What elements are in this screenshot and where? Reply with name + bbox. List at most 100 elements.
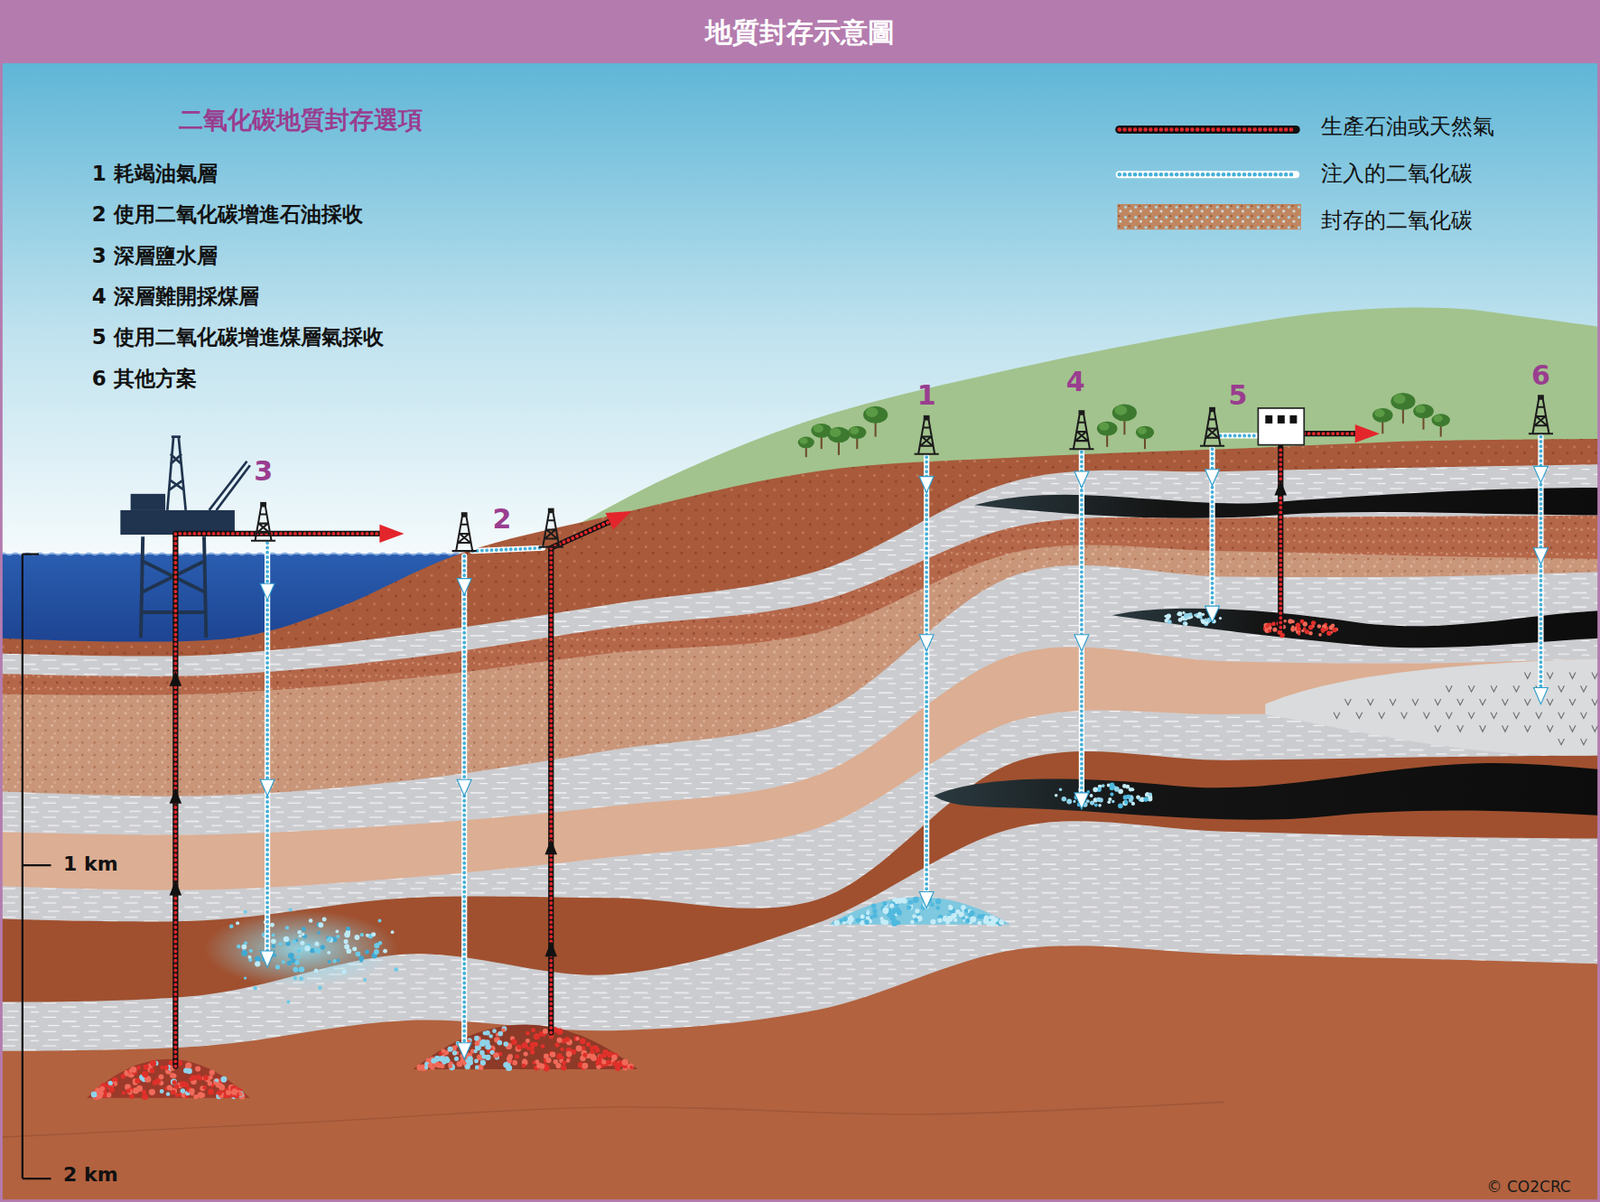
injection-arrow	[1534, 465, 1549, 483]
co2-dot	[983, 915, 989, 921]
co2-dot	[1193, 613, 1198, 617]
co2-dot	[301, 932, 306, 937]
co2-dot	[1197, 611, 1202, 616]
derrick-symbol	[1528, 394, 1554, 434]
co2-dot	[1061, 796, 1068, 802]
co2-dot	[354, 934, 361, 940]
co2-dot	[237, 1091, 243, 1098]
production-well-casing	[1277, 446, 1284, 628]
derrick-symbol	[452, 511, 477, 551]
tree-crown	[829, 427, 841, 438]
co2-dot	[1320, 627, 1326, 633]
injection-well-casing	[1079, 452, 1085, 801]
co2-dot	[1304, 629, 1310, 634]
co2-dot	[935, 898, 941, 904]
co2-dot	[290, 958, 297, 964]
copyright-note: © CO2CRC	[1487, 1177, 1572, 1196]
co2-dot	[364, 949, 370, 955]
co2-dot	[99, 1090, 104, 1096]
injection-arrow	[919, 634, 934, 652]
co2-dot	[223, 1093, 228, 1098]
co2-dot	[126, 1088, 131, 1093]
co2-dot	[579, 1038, 587, 1045]
shale-layer	[0, 708, 1600, 1202]
co2-dot	[849, 914, 854, 919]
tree-crown	[813, 424, 824, 433]
co2-dot	[906, 904, 912, 910]
co2-dot	[209, 1069, 215, 1076]
co2-dot	[247, 955, 252, 959]
co2-dot	[466, 1055, 474, 1062]
co2-dot	[605, 1059, 612, 1065]
co2-dot	[523, 1051, 529, 1056]
co2-dot	[589, 1049, 595, 1054]
co2-dot	[371, 931, 376, 937]
co2-dot	[180, 1088, 187, 1094]
co2-dot	[540, 1043, 546, 1049]
co2-dot	[355, 950, 362, 957]
co2-dot	[1300, 619, 1305, 624]
co2-dot	[910, 920, 915, 925]
derrick-symbol	[1069, 409, 1094, 449]
production-arrow	[544, 838, 558, 855]
plant-window	[1289, 415, 1297, 424]
co2-dot	[275, 964, 280, 969]
co2-dot	[516, 1044, 522, 1051]
co2-dot	[502, 1041, 509, 1047]
injection-arrow	[456, 779, 472, 796]
co2-dot	[382, 948, 388, 954]
callout-number: 3	[253, 455, 273, 488]
co2-dot	[326, 950, 331, 955]
co2-dot	[474, 1058, 479, 1063]
tree-crown	[1413, 403, 1434, 419]
co2-dot	[1291, 624, 1295, 629]
co2-dot	[489, 1033, 494, 1038]
derrick-symbol	[1200, 407, 1225, 447]
co2-dot	[958, 911, 965, 917]
injection-well-casing	[461, 556, 467, 1052]
co2-dot	[1122, 800, 1128, 806]
features	[933, 487, 1600, 820]
tree-crown	[1135, 426, 1154, 439]
co2-dot	[378, 919, 382, 923]
plant-building	[1257, 408, 1304, 446]
co2-dot	[159, 1065, 165, 1070]
injection-well-flow	[1079, 452, 1084, 801]
co2-dot	[965, 918, 970, 923]
co2-dot	[167, 1084, 173, 1090]
co2-dot	[1092, 787, 1098, 793]
co2-dot	[560, 1065, 567, 1071]
legend-label: 封存的二氧化碳	[1320, 207, 1473, 234]
callout-number: 5	[1227, 379, 1247, 412]
co2-dot	[352, 946, 357, 951]
co2-dot	[991, 918, 997, 924]
tree-crown	[1372, 408, 1394, 423]
co2-dot	[482, 1031, 487, 1036]
co2-dot	[479, 1050, 485, 1056]
tree	[1097, 421, 1118, 447]
derrick-top	[461, 511, 468, 517]
co2-dot	[440, 1048, 446, 1053]
co2-dot	[1128, 787, 1134, 792]
co2-dot	[833, 920, 840, 927]
co2-dot	[480, 1060, 486, 1066]
co2-dot	[935, 905, 940, 911]
co2-dot	[612, 1060, 619, 1068]
diagram-title: 地質封存示意圖	[705, 16, 895, 49]
co2-dot	[130, 1066, 138, 1073]
soil-layer	[0, 438, 1600, 1202]
co2-dot	[553, 1059, 559, 1065]
derrick-frame	[1528, 399, 1554, 434]
co2-dot	[912, 896, 920, 903]
bedding-line	[0, 1101, 1225, 1138]
co2-dot	[424, 1065, 428, 1070]
co2-dot	[220, 1076, 227, 1083]
tree-crown	[863, 406, 888, 424]
co2-dot	[304, 945, 310, 951]
co2-dot	[479, 1040, 486, 1047]
derrick-symbol	[539, 508, 564, 548]
co2-dot	[1066, 799, 1072, 805]
production-arrow	[379, 524, 404, 543]
co2-dot	[314, 968, 319, 974]
co2-dot	[1098, 797, 1104, 802]
